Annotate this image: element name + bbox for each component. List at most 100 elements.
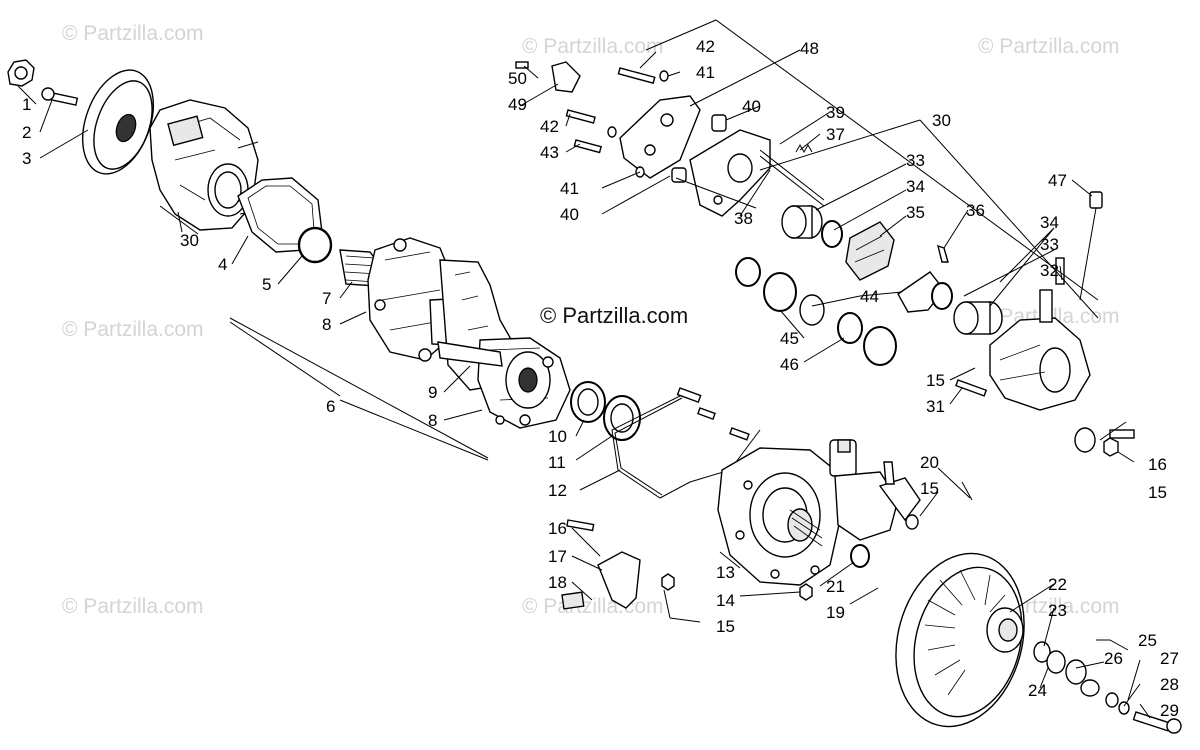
- callout-27: 27: [1160, 649, 1179, 668]
- callout-4: 4: [218, 255, 227, 274]
- o-ring-part: [850, 544, 870, 568]
- washer-part: [1118, 701, 1130, 715]
- callout-30-right: 30: [932, 111, 951, 130]
- callout-34-right: 34: [1040, 213, 1059, 232]
- bolt-part: [1132, 711, 1182, 734]
- snap-ring-part: [821, 220, 843, 248]
- seal-part: [863, 326, 897, 366]
- harness-part: [611, 387, 761, 499]
- callout-5: 5: [262, 275, 271, 294]
- callout-43: 43: [540, 143, 559, 162]
- spacer-part: [671, 167, 687, 183]
- callout-42-lower: 42: [540, 117, 559, 136]
- callout-3: 3: [22, 149, 31, 168]
- washer-part: [1080, 679, 1100, 697]
- callout-20: 20: [920, 453, 939, 472]
- bracket-part: [561, 519, 641, 610]
- seal-part: [799, 294, 825, 326]
- watermark: © Partzilla.com: [522, 35, 664, 58]
- callout-25: 25: [1138, 631, 1157, 650]
- washer-part: [607, 126, 617, 138]
- callout-13: 13: [716, 563, 735, 582]
- spring-part: [795, 143, 813, 154]
- washer-part: [1033, 641, 1051, 663]
- callout-36: 36: [966, 201, 985, 220]
- pin-part: [961, 481, 973, 501]
- callout-23: 23: [1048, 601, 1067, 620]
- callout-39: 39: [826, 103, 845, 122]
- washer-part: [1074, 427, 1096, 453]
- bearing-part: [953, 301, 1003, 335]
- washer-part: [1065, 659, 1087, 685]
- callout-33-right: 33: [1040, 235, 1059, 254]
- callout-42-upper: 42: [696, 37, 715, 56]
- callout-14: 14: [716, 591, 735, 610]
- callout-50: 50: [508, 69, 527, 88]
- callout-18: 18: [548, 573, 567, 592]
- washer-part: [1046, 650, 1066, 674]
- bolt-part: [955, 379, 988, 397]
- drive-sheave-part: [82, 69, 154, 175]
- callout-10: 10: [548, 427, 567, 446]
- callout-44: 44: [860, 287, 879, 306]
- callout-32: 32: [1040, 261, 1059, 280]
- callout-28: 28: [1160, 675, 1179, 694]
- bolt-part: [617, 67, 656, 84]
- callout-7: 7: [322, 289, 331, 308]
- snap-ring-part: [931, 282, 953, 310]
- washer-part: [1105, 692, 1119, 708]
- brake-bracket-part: [619, 95, 701, 179]
- callout-8-lower: 8: [428, 411, 437, 430]
- bearing-part: [603, 395, 641, 441]
- engine-assembly-part: [339, 237, 571, 429]
- clip-part: [937, 244, 949, 263]
- brake-caliper-part: [689, 129, 771, 217]
- callout-47: 47: [1048, 171, 1067, 190]
- callout-34-left: 34: [906, 177, 925, 196]
- nut-part: [661, 573, 675, 591]
- switch-part: [883, 461, 895, 485]
- center-watermark: © Partzilla.com: [540, 303, 689, 328]
- watermark: © Partzilla.com: [978, 35, 1120, 58]
- housing-part: [149, 99, 261, 233]
- callout-41-lower: 41: [560, 179, 579, 198]
- callout-26: 26: [1104, 649, 1123, 668]
- callout-35: 35: [906, 203, 925, 222]
- bolt-part: [565, 109, 596, 124]
- seal-part: [570, 381, 606, 423]
- watermark: © Partzilla.com: [62, 22, 204, 45]
- washer-part: [659, 70, 669, 82]
- callout-41-upper: 41: [696, 63, 715, 82]
- bolt-part: [573, 139, 602, 154]
- callout-46: 46: [780, 355, 799, 374]
- snap-ring-part: [837, 312, 863, 344]
- callout-30-left: 30: [180, 231, 199, 250]
- callout-21: 21: [826, 577, 845, 596]
- sensor-part: [551, 61, 581, 93]
- nut-part: [799, 583, 813, 601]
- spacer-part: [711, 114, 727, 132]
- nut-part: [7, 59, 35, 87]
- nut-part: [1103, 437, 1119, 457]
- callout-9: 9: [428, 383, 437, 402]
- callout-labels: 1 2 3 30 4 5 7 8 6 9 8 10 11 12 16 17 18…: [22, 37, 1179, 720]
- callout-22: 22: [1048, 575, 1067, 594]
- callout-24: 24: [1028, 681, 1047, 700]
- brake-pad-part: [845, 221, 895, 281]
- callout-16-left: 16: [548, 519, 567, 538]
- callout-40-upper: 40: [742, 97, 761, 116]
- callout-33-left: 33: [906, 151, 925, 170]
- callout-48: 48: [800, 39, 819, 58]
- bolt-part: [515, 61, 529, 69]
- callout-16-right: 16: [1148, 455, 1167, 474]
- callout-17: 17: [548, 547, 567, 566]
- driven-clutch-part: [895, 552, 1025, 728]
- callout-15-upper: 15: [926, 371, 945, 390]
- callout-2: 2: [22, 123, 31, 142]
- callout-12: 12: [548, 481, 567, 500]
- bearing-part: [781, 205, 823, 239]
- callout-29: 29: [1160, 701, 1179, 720]
- watermark: © Partzilla.com: [62, 595, 204, 618]
- callout-45: 45: [780, 329, 799, 348]
- callout-15-bottom: 15: [716, 617, 735, 636]
